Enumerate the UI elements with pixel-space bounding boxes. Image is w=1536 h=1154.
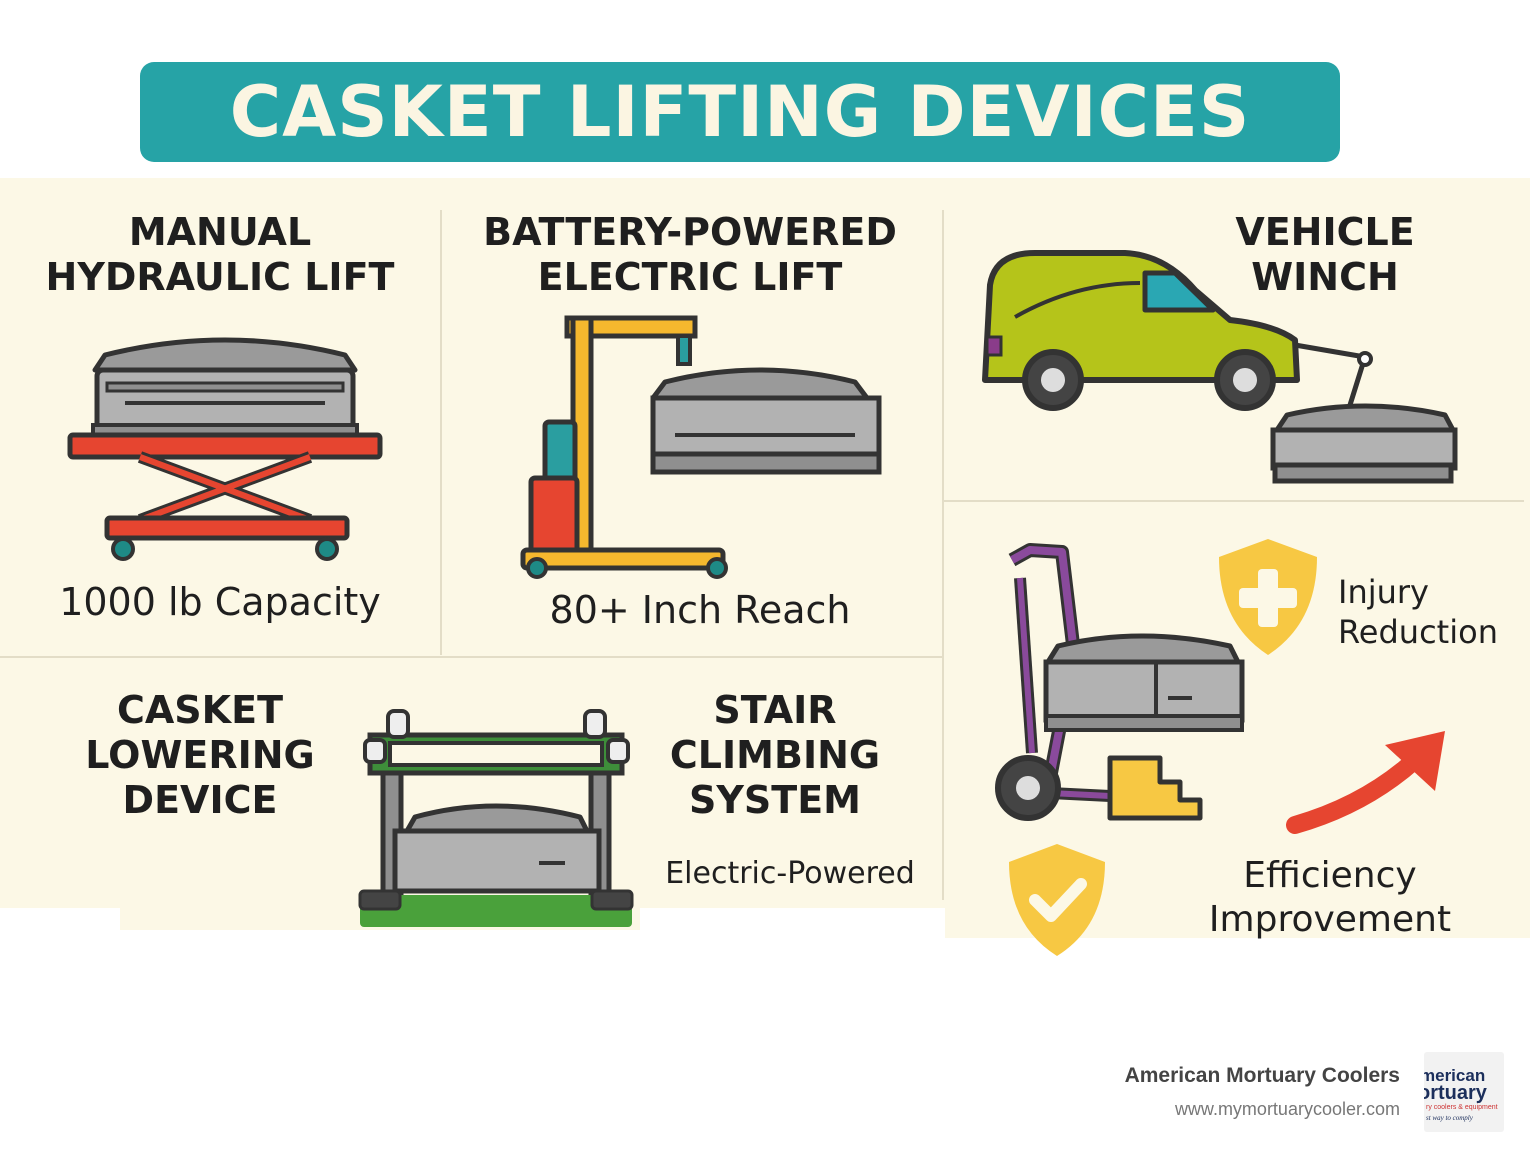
- manual-lift-caption: 1000 lb Capacity: [59, 580, 381, 624]
- divider-v2: [942, 210, 944, 900]
- van-winch-icon: [982, 250, 1458, 484]
- trend-arrow-icon: [1286, 731, 1445, 834]
- logo-text-4: st way to comply: [1426, 1114, 1473, 1122]
- injury-reduction-label: Injury Reduction: [1338, 572, 1498, 652]
- stair-title-line3: SYSTEM: [689, 778, 861, 822]
- stair-title-line1: STAIR: [713, 688, 837, 732]
- stair-system-title: STAIR CLIMBING SYSTEM: [650, 688, 900, 823]
- stair-climber-icon: [995, 543, 1245, 821]
- lowering-title-line1: CASKET: [117, 688, 283, 732]
- page-title: CASKET LIFTING DEVICES: [229, 71, 1251, 153]
- company-logo: merican ortuary ry coolers & equipment s…: [1424, 1052, 1504, 1132]
- title-banner: CASKET LIFTING DEVICES: [140, 62, 1340, 162]
- main-panel: [0, 178, 945, 908]
- logo-text-1: merican: [1424, 1066, 1486, 1085]
- lowering-device-icon: [358, 709, 634, 927]
- lowering-title-line2: LOWERING: [85, 733, 315, 777]
- injury-label-line1: Injury: [1338, 573, 1429, 611]
- battery-lift-title-line1: BATTERY-POWERED: [483, 210, 897, 254]
- battery-lift-title: BATTERY-POWERED ELECTRIC LIFT: [455, 210, 925, 300]
- logo-text-2: ortuary: [1424, 1082, 1487, 1104]
- footer-company-name: American Mortuary Coolers: [1124, 1064, 1400, 1087]
- lowering-device-title: CASKET LOWERING DEVICE: [60, 688, 340, 823]
- footer-url: www.mymortuarycooler.com: [1174, 1099, 1400, 1119]
- lowering-title-line3: DEVICE: [122, 778, 278, 822]
- battery-lift-caption: 80+ Inch Reach: [549, 588, 851, 632]
- winch-title-line2: WINCH: [1251, 255, 1399, 299]
- scissor-lift-icon: [67, 337, 383, 561]
- electric-lift-icon: [520, 315, 882, 579]
- logo-text-3: ry coolers & equipment: [1426, 1104, 1498, 1111]
- manual-lift-title: MANUAL HYDRAULIC LIFT: [20, 210, 420, 300]
- injury-label-line2: Reduction: [1338, 613, 1498, 651]
- plus-shield-icon: [1219, 539, 1317, 655]
- winch-title: VEHICLE WINCH: [1220, 210, 1430, 300]
- stair-title-line2: CLIMBING: [669, 733, 881, 777]
- divider-v1: [440, 210, 442, 655]
- efficiency-label-line2: Improvement: [1208, 899, 1452, 940]
- winch-title-line1: VEHICLE: [1235, 210, 1415, 254]
- battery-lift-title-line2: ELECTRIC LIFT: [537, 255, 843, 299]
- efficiency-label-line1: Efficiency: [1243, 855, 1417, 896]
- stair-system-caption: Electric-Powered: [665, 856, 915, 891]
- efficiency-improvement-label: Efficiency Improvement: [1195, 854, 1465, 942]
- divider-h2: [944, 500, 1524, 502]
- check-shield-icon: [1009, 844, 1105, 956]
- manual-lift-title-line2: HYDRAULIC LIFT: [45, 255, 395, 299]
- manual-lift-title-line1: MANUAL: [128, 210, 312, 254]
- divider-h1: [0, 656, 942, 658]
